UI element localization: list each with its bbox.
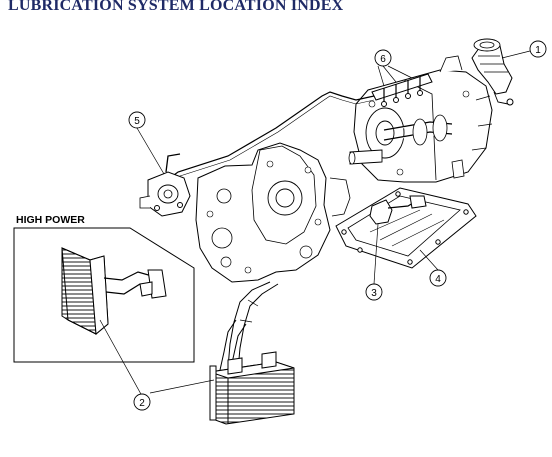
callout-4-number: 4 [435, 274, 441, 285]
front-cover-housing [195, 142, 351, 283]
oil-filter [471, 38, 514, 106]
oil-cooler-hoses [219, 281, 279, 373]
callout-1: 1 [529, 40, 547, 58]
metering-oil-line [169, 91, 375, 183]
leader-lines [99, 50, 531, 397]
callout-2: 2 [133, 393, 151, 411]
high-power-inset-frame [13, 227, 195, 363]
callout-6-number: 6 [380, 54, 386, 65]
callout-3-number: 3 [371, 288, 377, 299]
oil-strainer [369, 195, 427, 225]
high-power-label: HIGH POWER [16, 214, 85, 226]
callout-4: 4 [429, 269, 447, 287]
callout-1-number: 1 [535, 45, 541, 56]
oil-nozzle-rail [371, 73, 433, 107]
metering-oil-pump [139, 153, 191, 217]
callout-5-number: 5 [134, 116, 140, 127]
page-title: LUBRICATION SYSTEM LOCATION INDEX [8, 0, 344, 14]
inset-oil-cooler [61, 247, 167, 336]
oil-pan [335, 187, 477, 269]
callout-3: 3 [365, 283, 383, 301]
callout-6: 6 [374, 49, 392, 67]
oil-cooler [209, 351, 295, 425]
callout-2-number: 2 [139, 398, 145, 409]
callout-5: 5 [128, 111, 146, 129]
engine-block [348, 55, 493, 183]
